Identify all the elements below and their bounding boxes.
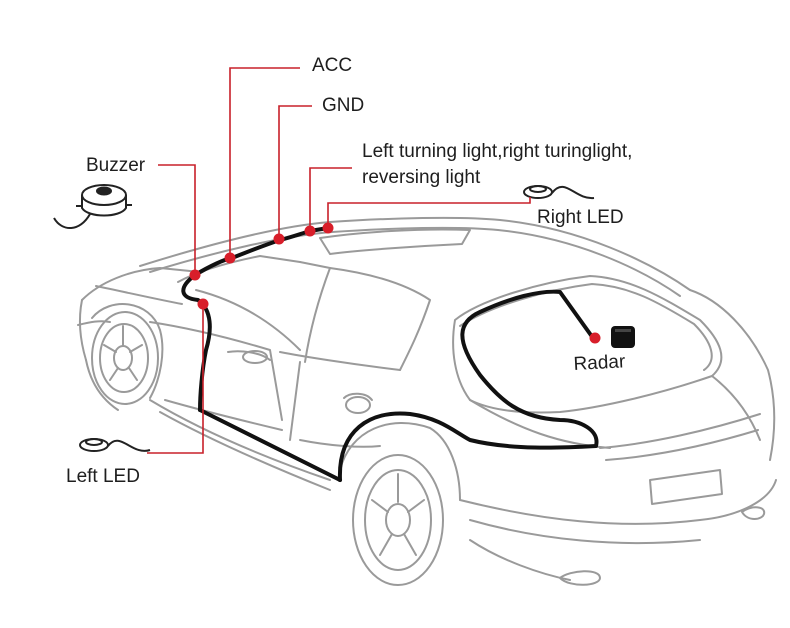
buzzer-icon xyxy=(53,184,132,229)
acc-dot xyxy=(224,252,236,264)
right-led-dot xyxy=(322,222,334,234)
wiring-harness xyxy=(181,226,599,482)
car-outline xyxy=(77,216,777,586)
label-lights-line2: reversing light xyxy=(362,167,481,188)
label-lights-line1: Left turning light,right turinglight, xyxy=(362,141,633,162)
label-left-led: Left LED xyxy=(66,466,140,487)
right-led-icon xyxy=(523,185,595,200)
buzzer-dot xyxy=(189,269,201,281)
left-led-icon xyxy=(79,438,151,452)
connection-dots xyxy=(189,222,601,344)
leader-lines xyxy=(147,67,531,454)
label-gnd: GND xyxy=(322,95,365,116)
label-acc: ACC xyxy=(312,55,353,76)
label-right-led: Right LED xyxy=(537,207,624,228)
lights-dot xyxy=(304,225,316,237)
radar-dot xyxy=(589,332,601,344)
left-led-dot xyxy=(197,298,209,310)
label-buzzer: Buzzer xyxy=(86,155,146,176)
gnd-dot xyxy=(273,233,285,245)
label-radar: Radar xyxy=(573,351,626,375)
radar-module-icon xyxy=(611,326,635,348)
